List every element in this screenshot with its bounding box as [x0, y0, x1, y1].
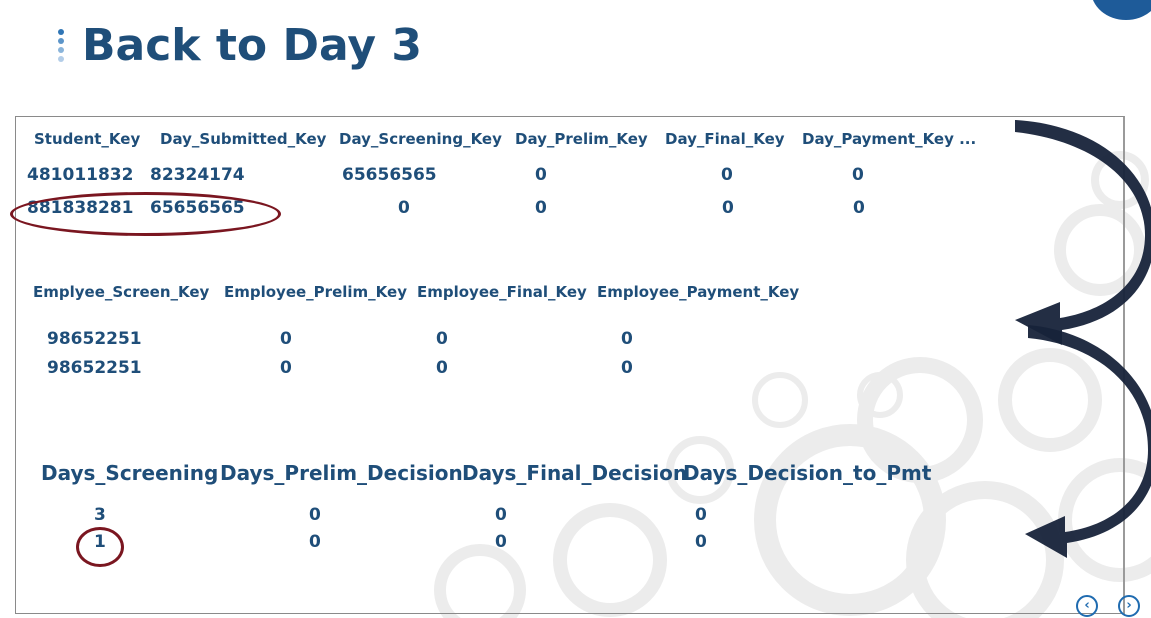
- table1-cell: 481011832: [27, 165, 134, 185]
- table2-cell: 0: [621, 329, 633, 349]
- highlight-circle-days-screening: [76, 527, 124, 567]
- table2-cell: 0: [621, 358, 633, 378]
- table2-header-employee-prelim-key: Employee_Prelim_Key: [224, 283, 407, 301]
- table1-header-day-submitted-key: Day_Submitted_Key: [160, 130, 327, 148]
- table1-header-day-payment-key: Day_Payment_Key ...: [802, 130, 977, 148]
- table2-cell: 0: [436, 358, 448, 378]
- table1-cell: 0: [535, 165, 547, 185]
- table2-cell: 98652251: [47, 358, 142, 378]
- table1-cell: 0: [721, 165, 733, 185]
- content-frame: [15, 116, 1125, 614]
- table2-header-employee-screen-key: Emplyee_Screen_Key: [33, 283, 210, 301]
- table2-header-employee-payment-key: Employee_Payment_Key: [597, 283, 800, 301]
- table3-cell: 0: [695, 505, 707, 525]
- corner-accent-circle: [1091, 0, 1151, 20]
- highlight-oval-student-row: [10, 192, 281, 236]
- table3-header-days-final-decision: Days_Final_Decision: [462, 461, 688, 485]
- table2-cell: 0: [280, 329, 292, 349]
- table1-header-day-prelim-key: Day_Prelim_Key: [515, 130, 648, 148]
- table3-cell: 0: [695, 532, 707, 552]
- table3-header-days-screening: Days_Screening: [41, 461, 219, 485]
- table3-cell: 0: [309, 505, 321, 525]
- table3-header-days-decision-to-pmt: Days_Decision_to_Pmt: [683, 461, 932, 485]
- table1-cell: 65656565: [342, 165, 437, 185]
- table3-cell: 0: [309, 532, 321, 552]
- table1-cell: 0: [722, 198, 734, 218]
- table1-cell: 0: [535, 198, 547, 218]
- table2-header-employee-final-key: Employee_Final_Key: [417, 283, 587, 301]
- table3-cell: 0: [495, 532, 507, 552]
- table1-header-day-screening-key: Day_Screening_Key: [339, 130, 502, 148]
- table3-cell: 3: [94, 505, 106, 525]
- chevron-left-icon[interactable]: ‹: [1076, 595, 1098, 617]
- table1-cell: 0: [852, 165, 864, 185]
- table1-cell: 82324174: [150, 165, 245, 185]
- table1-header-student-key: Student_Key: [34, 130, 141, 148]
- slide-title: Back to Day 3: [82, 20, 422, 71]
- table1-cell: 0: [853, 198, 865, 218]
- table2-cell: 0: [436, 329, 448, 349]
- table3-cell: 0: [495, 505, 507, 525]
- table1-cell: 0: [398, 198, 410, 218]
- table3-header-days-prelim-decision: Days_Prelim_Decision: [220, 461, 463, 485]
- curved-arrows-decoration: [1015, 120, 1151, 558]
- table2-cell: 0: [280, 358, 292, 378]
- table2-cell: 98652251: [47, 329, 142, 349]
- title-dots-icon: [58, 29, 66, 69]
- table1-header-day-final-key: Day_Final_Key: [665, 130, 785, 148]
- chevron-right-icon[interactable]: ›: [1118, 595, 1140, 617]
